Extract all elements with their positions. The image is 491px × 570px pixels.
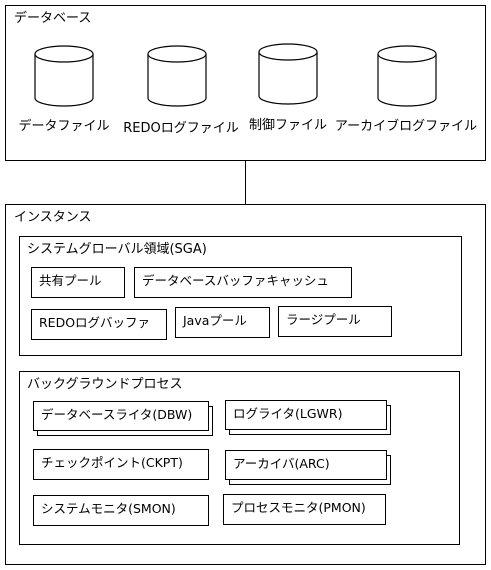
background-process-title: バックグラウンドプロセス <box>27 377 183 392</box>
dbw-process-box: データベースライタ(DBW) <box>33 401 209 431</box>
datafile-cylinder-icon <box>34 45 94 107</box>
control-file-label: 制御ファイル <box>248 118 328 133</box>
db-buffer-cache-box: データベースバッファキャッシュ <box>134 267 352 298</box>
redo-log-file-cylinder-icon <box>147 45 207 107</box>
arc-process-box: アーカイバ(ARC) <box>225 450 387 480</box>
java-pool-box: Javaプール <box>175 307 270 338</box>
ckpt-process-box: チェックポイント(CKPT) <box>33 449 209 480</box>
control-file-cylinder-icon <box>258 43 318 105</box>
sga-title: システムグローバル領域(SGA) <box>27 242 207 257</box>
instance-title: インスタンス <box>14 210 92 225</box>
database-title: データベース <box>14 11 92 26</box>
shared-pool-box: 共有プール <box>31 267 125 298</box>
redo-log-buffer-box: REDOログバッファ <box>31 309 167 340</box>
archive-log-file-cylinder-icon <box>377 45 437 107</box>
smon-process-box: システムモニタ(SMON) <box>33 495 209 526</box>
connector-line <box>245 161 246 204</box>
redo-log-file-label: REDOログファイル <box>123 121 239 136</box>
lgwr-process-box: ログライタ(LGWR) <box>225 400 387 430</box>
archive-log-file-label: アーカイブログファイル <box>334 119 478 134</box>
large-pool-box: ラージプール <box>278 306 392 337</box>
datafile-label: データファイル <box>18 119 110 134</box>
pmon-process-box: プロセスモニタ(PMON) <box>223 494 386 525</box>
